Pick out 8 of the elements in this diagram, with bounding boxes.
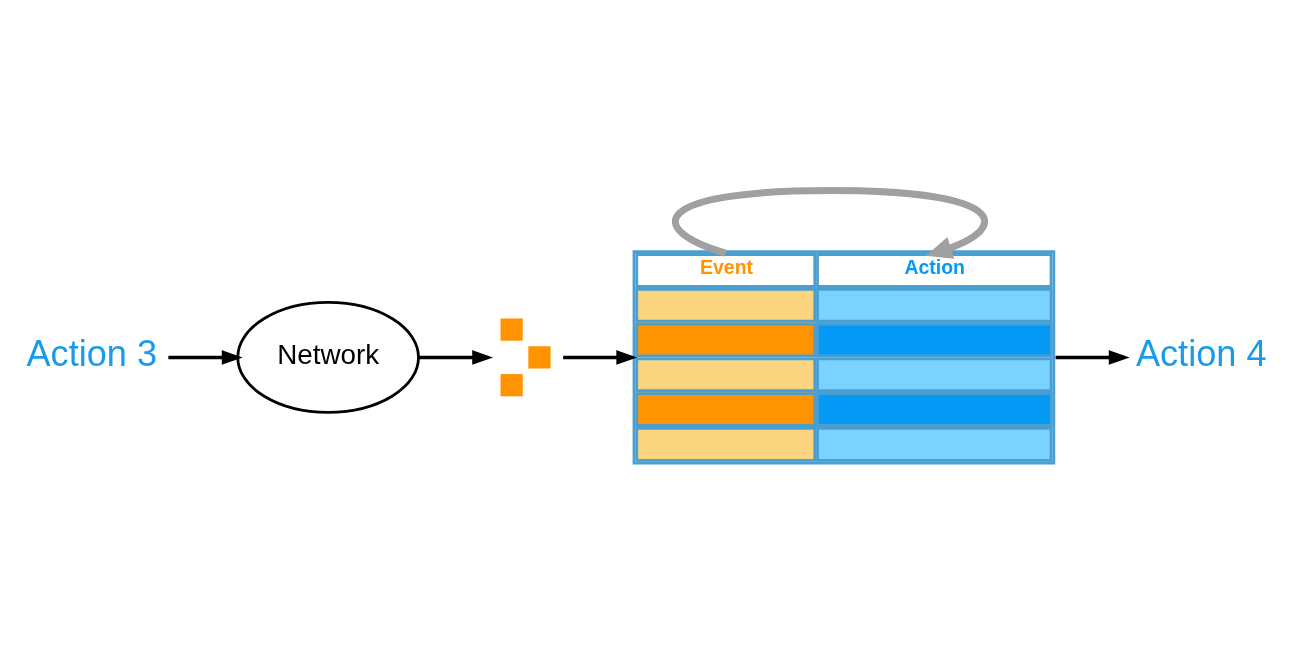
arrow (418, 349, 494, 365)
arrow (1055, 349, 1130, 365)
arrow (672, 186, 988, 259)
node-text: Action 4 (1135, 332, 1267, 374)
node-ellipse: Network (236, 300, 420, 414)
arrow (563, 349, 638, 365)
arrow (168, 349, 243, 365)
node-text: Action 3 (26, 332, 158, 374)
